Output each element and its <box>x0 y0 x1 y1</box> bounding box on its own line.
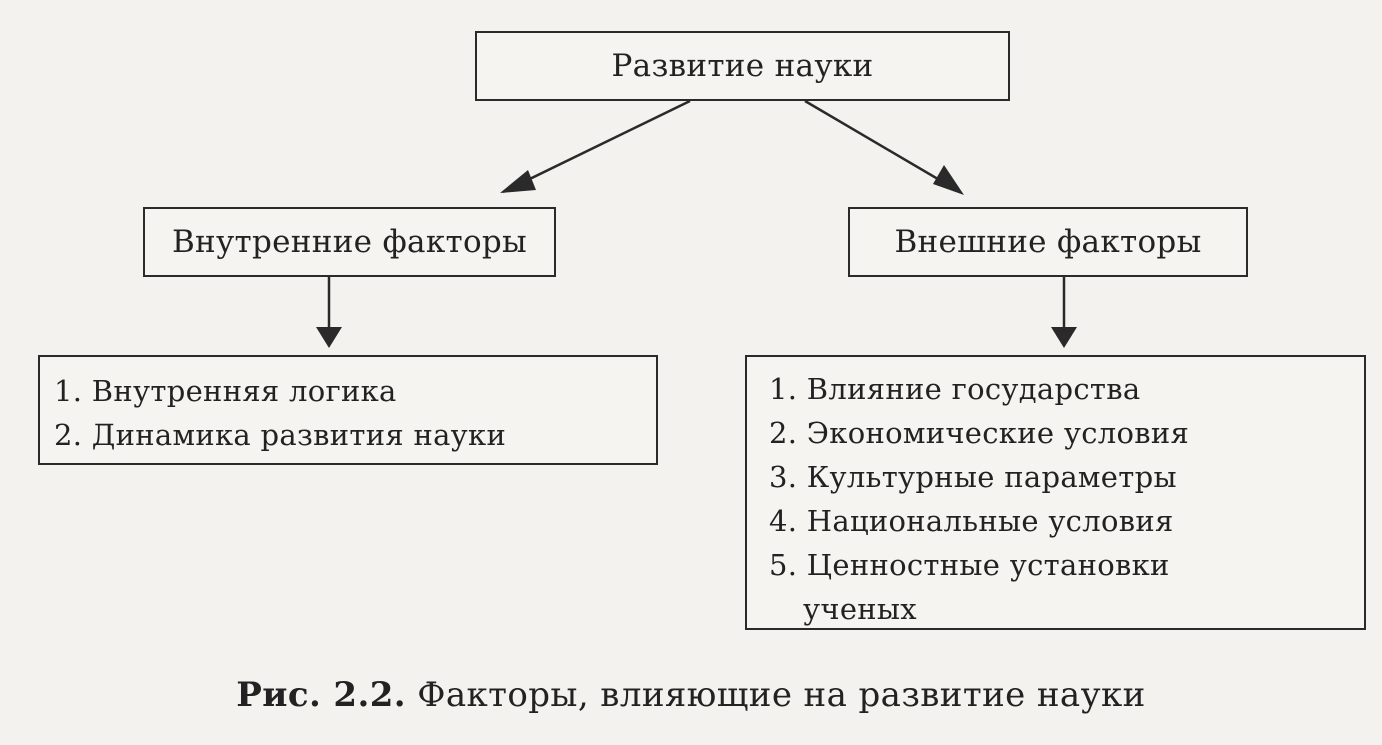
arrowhead-internal <box>500 170 536 193</box>
root-node: Развитие науки <box>475 31 1010 101</box>
external-factors-node: Внешние факторы <box>848 207 1248 277</box>
internal-factors-list-box: 1. Внутренняя логика 2. Динамика развити… <box>38 355 658 465</box>
list-item: 2. Динамика развития науки <box>54 418 507 452</box>
external-factors-list: 1. Влияние государства 2. Экономические … <box>769 367 1364 631</box>
arrowhead-internal-list <box>316 327 342 348</box>
arrow-root-to-external <box>804 99 961 194</box>
list-item: 4. Национальные условия <box>769 504 1174 538</box>
list-item: 3. Культурные параметры <box>769 460 1177 494</box>
arrowhead-external <box>933 165 964 195</box>
list-item: 1. Внутренняя логика <box>54 374 397 408</box>
internal-factors-node: Внутренние факторы <box>143 207 556 277</box>
root-node-label: Развитие науки <box>611 48 874 84</box>
internal-factors-label: Внутренние факторы <box>171 224 528 260</box>
list-item: 5. Ценностные установки <box>769 548 1170 582</box>
arrow-root-to-internal <box>502 99 691 194</box>
external-factors-label: Внешние факторы <box>894 224 1202 260</box>
list-item: 1. Влияние государства <box>769 372 1141 406</box>
figure-number: Рис. 2.2. <box>236 675 407 715</box>
external-factors-list-box: 1. Влияние государства 2. Экономические … <box>745 355 1366 630</box>
figure-caption-text: Факторы, влияющие на развитие науки <box>417 675 1146 715</box>
internal-factors-list: 1. Внутренняя логика 2. Динамика развити… <box>54 369 656 457</box>
list-item-continuation: ученых <box>803 592 917 626</box>
list-item: 2. Экономические условия <box>769 416 1190 450</box>
arrowhead-external-list <box>1051 327 1077 348</box>
figure-caption: Рис. 2.2. Факторы, влияющие на развитие … <box>0 675 1382 715</box>
